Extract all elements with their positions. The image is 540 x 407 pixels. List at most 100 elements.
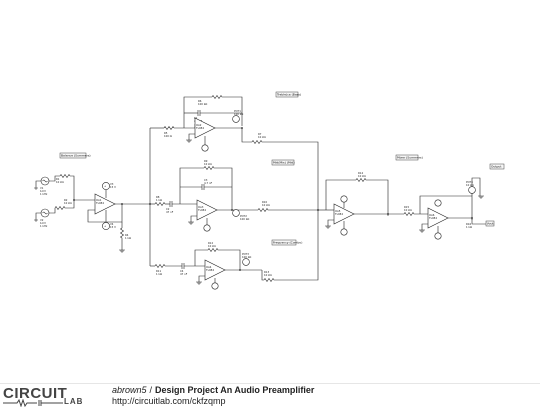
svg-text:10 kΩ: 10 kΩ xyxy=(64,201,72,205)
capacitor-c3[interactable]: C3 4.7 nF xyxy=(201,178,232,190)
svg-text:R11: R11 xyxy=(156,269,161,273)
svg-text:Mixer (Summers): Mixer (Summers) xyxy=(397,156,423,160)
tag-treble: Treble(ca (Bass) xyxy=(275,91,301,98)
potentiometer-pot3[interactable]: POT3 100 kΩ xyxy=(242,252,251,266)
resistor-r9[interactable]: R9 10 kΩ xyxy=(203,159,233,210)
svg-text:R12: R12 xyxy=(208,241,213,245)
svg-text:10 kΩ: 10 kΩ xyxy=(466,183,474,187)
svg-text:1 kΩ: 1 kΩ xyxy=(156,272,162,276)
project-title[interactable]: Design Project An Audio Preamplifier xyxy=(155,385,315,395)
svg-text:47 nF: 47 nF xyxy=(180,272,188,276)
svg-text:Output: Output xyxy=(491,165,502,169)
svg-text:100 kΩ: 100 kΩ xyxy=(240,217,249,221)
potentiometer-pot1[interactable]: POT1 100 kΩ xyxy=(232,109,244,123)
circuitlab-logo[interactable]: CIRCUIT LAB xyxy=(0,385,100,407)
tag-output: Output xyxy=(489,163,505,170)
svg-text:R4: R4 xyxy=(125,233,129,237)
svg-text:1 kΩ: 1 kΩ xyxy=(156,198,162,202)
capacitor-c2[interactable]: C2 47 nF xyxy=(166,201,197,214)
capacitor-c4[interactable]: C4 47 nF xyxy=(180,263,205,276)
svg-text:V3: V3 xyxy=(110,182,114,186)
label-v1-name: V1 xyxy=(40,186,44,190)
svg-text:R10: R10 xyxy=(262,200,267,204)
resistor-r7[interactable]: R7 10 kΩ xyxy=(251,132,319,210)
separator: / xyxy=(149,385,153,395)
potentiometer-pot4[interactable]: POT4 10 kΩ xyxy=(466,180,476,194)
svg-text:10 kΩ: 10 kΩ xyxy=(264,273,272,277)
svg-text:100 kΩ: 100 kΩ xyxy=(234,112,243,116)
opamp-treble[interactable]: OA2 TL084 xyxy=(194,117,216,139)
input-source-2[interactable]: V2 1mV 1 kHz xyxy=(40,208,50,228)
resistor-r15[interactable]: R15 10 kΩ xyxy=(403,205,428,217)
svg-text:10 kΩ: 10 kΩ xyxy=(258,135,266,139)
svg-text:POT3: POT3 xyxy=(242,252,249,256)
opamp-input-buffer[interactable]: OA1 TL084 xyxy=(94,193,116,215)
svg-text:C3: C3 xyxy=(204,178,208,182)
project-title-line: abrown5/Design Project An Audio Preampli… xyxy=(112,385,532,396)
svg-text:100 kΩ: 100 kΩ xyxy=(242,255,251,259)
svg-text:TL084: TL084 xyxy=(206,268,214,272)
resistor-r1[interactable]: R1 10 kΩ xyxy=(56,173,71,185)
svg-text:TL084: TL084 xyxy=(96,201,104,205)
resistor-r5[interactable]: R5 100 Ω xyxy=(163,125,175,139)
resistor-r11[interactable]: R11 1 kΩ xyxy=(154,263,166,277)
power-supply-v4[interactable]: + V4 15 V xyxy=(102,222,116,230)
resistor-r13[interactable]: R13 10 kΩ xyxy=(263,210,319,283)
project-url[interactable]: http://circuitlab.com/ckfzqmp xyxy=(112,396,226,406)
label-v1-value: 1mV xyxy=(40,189,46,193)
svg-text:R15: R15 xyxy=(404,205,409,209)
svg-text:Balance (Summers): Balance (Summers) xyxy=(61,154,91,158)
footer: CIRCUIT LAB abrown5/Design Project An Au… xyxy=(0,383,540,407)
svg-text:R8: R8 xyxy=(156,195,160,199)
power-supply-v3[interactable]: + V3 15 V xyxy=(102,182,116,190)
resistor-r6[interactable]: R6 100 kΩ xyxy=(198,94,243,127)
schematic-canvas[interactable]: V1 1mV 1 kHz V2 1mV 1 kHz R1 10 kΩ R2 10… xyxy=(0,0,540,383)
svg-text:R16: R16 xyxy=(466,222,471,226)
logo-lab: LAB xyxy=(64,397,84,406)
tag-bass: Frequency (Combo) xyxy=(271,239,302,246)
svg-text:10 kΩ: 10 kΩ xyxy=(404,208,412,212)
svg-text:R7: R7 xyxy=(258,132,262,136)
opamp-mixer[interactable]: OA5 TL084 xyxy=(333,203,355,225)
resistor-r16[interactable]: R16 1 kΩ xyxy=(466,222,472,229)
svg-text:POT2: POT2 xyxy=(240,214,247,218)
svg-text:C2: C2 xyxy=(166,207,170,211)
resistor-r14[interactable]: R14 10 kΩ xyxy=(355,171,389,216)
input-source-1[interactable]: V1 1mV 1 kHz xyxy=(40,176,50,196)
circuit-schematic[interactable]: V1 1mV 1 kHz V2 1mV 1 kHz R1 10 kΩ R2 10… xyxy=(0,0,540,383)
svg-text:Vout: Vout xyxy=(487,222,495,226)
svg-text:R2: R2 xyxy=(64,198,68,202)
svg-text:4.7 nF: 4.7 nF xyxy=(204,181,213,185)
svg-text:10 kΩ: 10 kΩ xyxy=(204,162,212,166)
label-v2-name: V2 xyxy=(40,218,44,222)
svg-text:Frequency (Combo): Frequency (Combo) xyxy=(273,241,302,245)
svg-text:R5: R5 xyxy=(164,131,168,135)
svg-text:10 kΩ: 10 kΩ xyxy=(56,180,64,184)
svg-text:Treble(ca (Bass): Treble(ca (Bass) xyxy=(276,93,301,97)
svg-text:+: + xyxy=(104,224,106,228)
author-link[interactable]: abrown5 xyxy=(112,385,147,395)
resistor-r4-shunt[interactable]: R4 1 kΩ xyxy=(119,227,131,250)
tag-midrange: Mid(Mix) (Mid) xyxy=(271,159,295,166)
resistor-r12[interactable]: R12 10 kΩ xyxy=(207,241,241,270)
svg-text:TL084: TL084 xyxy=(429,216,437,220)
tag-vout: Vout xyxy=(485,220,495,227)
svg-text:OA2: OA2 xyxy=(196,123,202,127)
resistor-r2[interactable]: R2 10 kΩ xyxy=(54,198,72,211)
resistor-r8[interactable]: R8 1 kΩ xyxy=(154,195,166,207)
svg-text:V4: V4 xyxy=(110,222,114,226)
svg-text:10 kΩ: 10 kΩ xyxy=(208,244,216,248)
svg-text:100 Ω: 100 Ω xyxy=(164,134,172,138)
opamp-bass[interactable]: OA4 TL084 xyxy=(204,259,226,281)
potentiometer-pot2[interactable]: POT2 100 kΩ xyxy=(232,209,250,221)
svg-text:OA5: OA5 xyxy=(335,209,341,213)
opamp-output[interactable]: OA6 TL084 xyxy=(427,207,449,229)
opamp-midrange[interactable]: OA3 TL084 xyxy=(196,199,218,221)
svg-text:TL084: TL084 xyxy=(196,126,204,130)
svg-text:OA3: OA3 xyxy=(198,205,204,209)
svg-text:POT4: POT4 xyxy=(466,180,473,184)
svg-text:100 kΩ: 100 kΩ xyxy=(198,102,207,106)
svg-text:1 kΩ: 1 kΩ xyxy=(466,225,472,229)
resistor-r10[interactable]: R10 10 kΩ xyxy=(257,200,318,213)
label-v2-freq: 1 kHz xyxy=(40,224,48,228)
